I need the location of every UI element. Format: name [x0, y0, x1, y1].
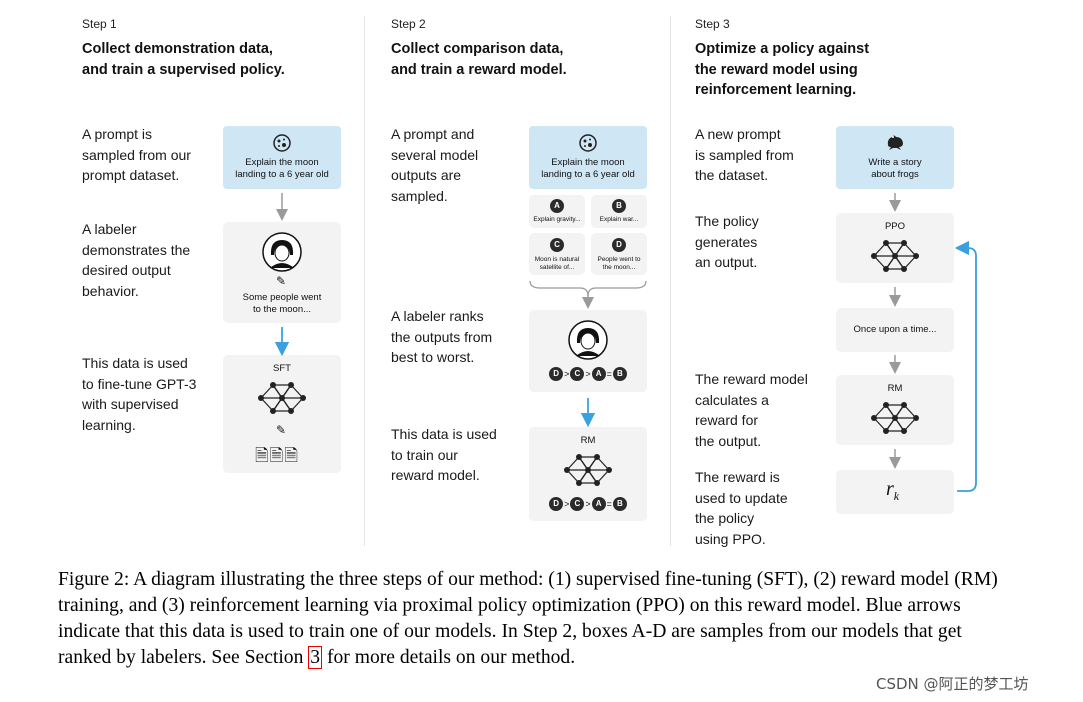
neural-network-icon — [871, 240, 919, 272]
sample-text-b: Explain war... — [599, 216, 639, 223]
neural-network-icon — [564, 454, 612, 486]
moon-icon — [273, 134, 291, 152]
rm-model-label: RM — [580, 435, 596, 446]
frog-icon — [887, 135, 903, 150]
bracket — [529, 280, 647, 297]
step2-heading: Collect comparison data,and train a rewa… — [391, 41, 567, 78]
sample-letter-d: D — [612, 238, 626, 252]
figure-caption: Figure 2: A diagram illustrating the thr… — [58, 569, 998, 669]
pencil-icon: ✎ — [276, 423, 287, 437]
pencil-icon: ✎ — [276, 274, 287, 288]
sample-letter-c: C — [550, 238, 564, 252]
step2-label: Step 2 — [391, 17, 426, 31]
documents-icon: 🗎🗎🗎 — [255, 446, 300, 465]
step3-ppo-box: PPO — [836, 213, 954, 283]
arrows-layer — [274, 193, 977, 492]
labeler-avatar-icon — [568, 320, 608, 360]
blue-feedback-arrow — [954, 240, 977, 492]
reward-symbol: rk — [886, 478, 900, 503]
column-divider-1 — [364, 16, 365, 546]
neural-network-icon — [258, 382, 306, 414]
sample-box-a: A Explain gravity... — [529, 195, 585, 228]
sample-letter-a: A — [550, 199, 564, 213]
rm-ranking: D>C>A=B — [529, 497, 647, 511]
sft-model-label: SFT — [273, 363, 291, 374]
moon-icon — [579, 134, 597, 152]
sample-box-b: B Explain war... — [591, 195, 647, 228]
step3-rm-box: RM — [836, 375, 954, 445]
step3-label: Step 3 — [695, 17, 730, 31]
column-divider-2 — [670, 16, 671, 546]
sample-letter-b: B — [612, 199, 626, 213]
step3-reward-box: rk — [836, 470, 954, 514]
step3-output-box: Once upon a time... — [836, 308, 954, 352]
step3-output-text: Once upon a time... — [853, 324, 937, 335]
step1-label: Step 1 — [82, 17, 117, 31]
labeler-ranking: D>C>A=B — [529, 367, 647, 381]
ppo-model-label: PPO — [884, 221, 906, 232]
neural-network-icon — [871, 402, 919, 434]
step1-heading: Collect demonstration data,and train a s… — [82, 41, 285, 78]
watermark: CSDN @阿正的梦工坊 — [876, 675, 1029, 693]
sample-text-a: Explain gravity... — [533, 216, 581, 223]
rm-label: RM — [887, 383, 903, 394]
labeler-avatar-icon — [262, 232, 302, 272]
step2-labeler-box: D>C>A=B — [529, 310, 647, 392]
step2-rm-box: RM D>C>A=B — [529, 427, 647, 521]
step1-sft-box: SFT ✎ 🗎🗎🗎 — [223, 355, 341, 473]
section-reference-link[interactable]: 3 — [308, 646, 323, 669]
